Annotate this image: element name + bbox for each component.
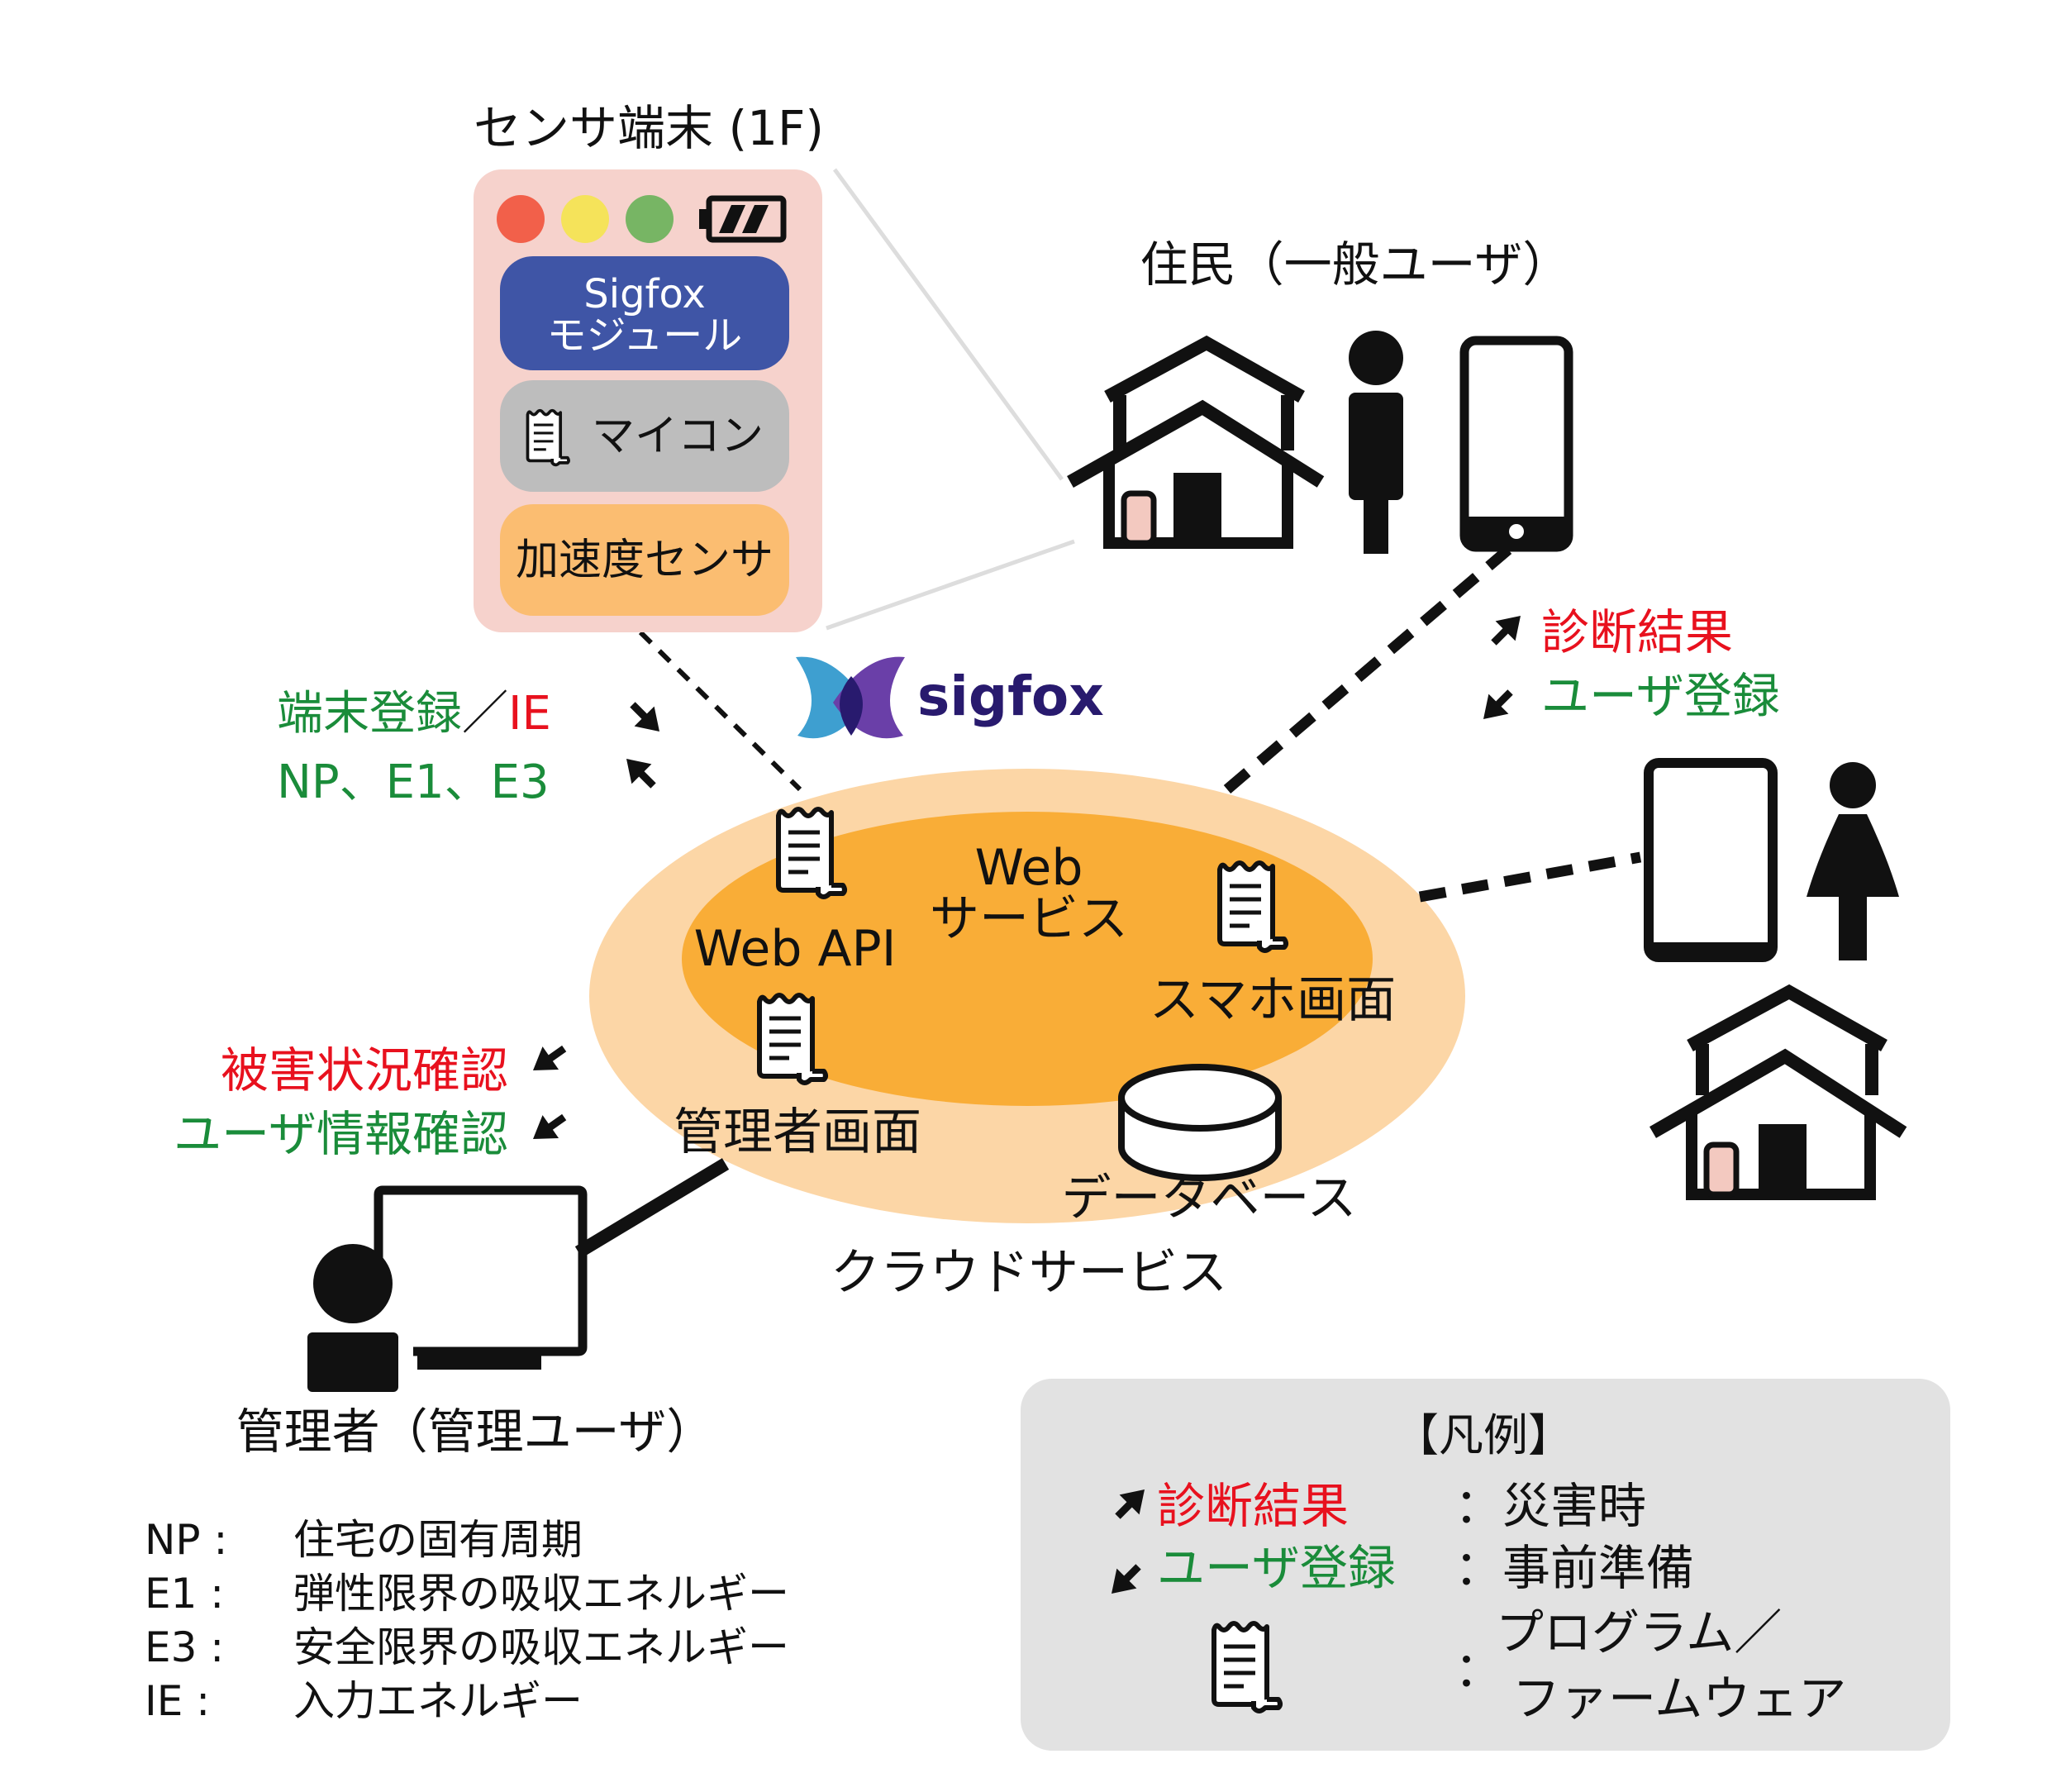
arrow-icon-resident-up — [1483, 606, 1530, 653]
flow-label-resident-registration: ユーザ登録 — [1541, 668, 1780, 724]
connector-sensor-to-house-top — [832, 168, 1064, 481]
status-led-red — [497, 195, 545, 243]
admin-person-icon — [307, 1244, 398, 1392]
house-icon-resident — [1067, 335, 1325, 549]
database-icon — [1118, 1064, 1282, 1181]
person-icon-resident — [1349, 331, 1403, 554]
database-label: データベース — [1062, 1170, 1357, 1227]
sensor-title: センサ端末 (1F) — [474, 100, 824, 156]
legend-title: 【凡例】 — [1394, 1409, 1573, 1461]
glossary-term-e1: E1 : — [145, 1570, 224, 1618]
house-icon-tablet-user — [1649, 984, 1907, 1200]
arrow-icon-admin-userinfo — [525, 1106, 572, 1151]
battery-icon — [699, 195, 787, 243]
arrow-icon-sensor-up — [616, 749, 664, 796]
arrow-icon-admin-damage — [525, 1037, 572, 1082]
legend-registration-desc: ：事前準備 — [1454, 1540, 1694, 1596]
glossary-desc-ie: 入力エネルギー — [293, 1677, 583, 1725]
status-led-green — [626, 195, 674, 243]
link-admin-to-cloud — [574, 1158, 730, 1258]
web-api-label: Web API — [694, 920, 897, 978]
web-service-label-line1: Web — [975, 839, 1083, 897]
status-led-yellow — [561, 195, 609, 243]
flow-label-sensor-registration: 端末登録／IE — [277, 687, 551, 741]
glossary-desc-e1: 弾性限界の吸収エネルギー — [293, 1570, 789, 1618]
microcontroller-box — [500, 380, 789, 492]
sigfox-module-line1: Sigfox — [583, 271, 705, 317]
legend-diagnosis-label: 診断結果 — [1157, 1478, 1349, 1534]
link-tablet-to-cloud — [1418, 851, 1642, 903]
legend-program-line1: プログラム／ — [1496, 1604, 1782, 1661]
flow-label-resident-diagnosis: 診断結果 — [1541, 604, 1733, 660]
legend-registration-label: ユーザ登録 — [1157, 1540, 1396, 1596]
arrow-icon-resident-down — [1473, 682, 1521, 729]
link-sensor-to-cloud — [638, 630, 802, 792]
glossary-term-e3: E3 : — [145, 1623, 224, 1671]
glossary-term-ie: IE : — [145, 1677, 210, 1725]
link-smartphone-to-cloud — [1223, 546, 1512, 794]
glossary: NP : 住宅の固有周期 E1 : 弾性限界の吸収エネルギー E3 : 安全限界… — [145, 1516, 789, 1725]
person-icon-tablet-user — [1807, 762, 1899, 960]
monitor-icon — [374, 1185, 588, 1370]
glossary-desc-e3: 安全限界の吸収エネルギー — [293, 1623, 789, 1671]
legend-program-colon: ： — [1454, 1642, 1502, 1698]
admin-screen-label: 管理者画面 — [674, 1103, 921, 1161]
accel-sensor-box — [500, 504, 789, 616]
web-service-label-line2: サービス — [930, 890, 1128, 948]
legend-diagnosis-desc: ：災害時 — [1454, 1478, 1646, 1534]
arrow-icon-sensor-down — [622, 694, 669, 741]
sigfox-logo-icon — [796, 656, 905, 739]
flow-label-np-e1-e3: NP、E1、E3 — [277, 755, 550, 809]
tablet-icon — [1644, 758, 1778, 962]
flow-label-admin-damage: 被害状況確認 — [221, 1042, 508, 1099]
resident-title: 住民（一般ユーザ） — [1140, 236, 1571, 293]
smartphone-screen-label: スマホ画面 — [1150, 971, 1396, 1029]
glossary-desc-np: 住宅の固有周期 — [293, 1516, 583, 1564]
cloud-service-label: クラウドサービス — [831, 1244, 1227, 1302]
accel-sensor-label: 加速度センサ — [516, 536, 774, 585]
glossary-term-np: NP : — [145, 1516, 227, 1564]
sigfox-logo-text: sigfox — [917, 665, 1104, 728]
connector-sensor-to-house-bottom — [826, 539, 1075, 631]
flow-label-admin-userinfo: ユーザ情報確認 — [174, 1106, 508, 1162]
microcontroller-label: マイコン — [592, 412, 764, 461]
legend-program-line2: ファームウェア — [1512, 1670, 1846, 1727]
sigfox-module-box — [500, 256, 789, 370]
sigfox-module-line2: モジュール — [547, 312, 743, 359]
smartphone-icon — [1459, 336, 1573, 552]
cloud-inner-ellipse — [682, 812, 1373, 1106]
admin-title: 管理者（管理ユーザ） — [236, 1404, 715, 1460]
